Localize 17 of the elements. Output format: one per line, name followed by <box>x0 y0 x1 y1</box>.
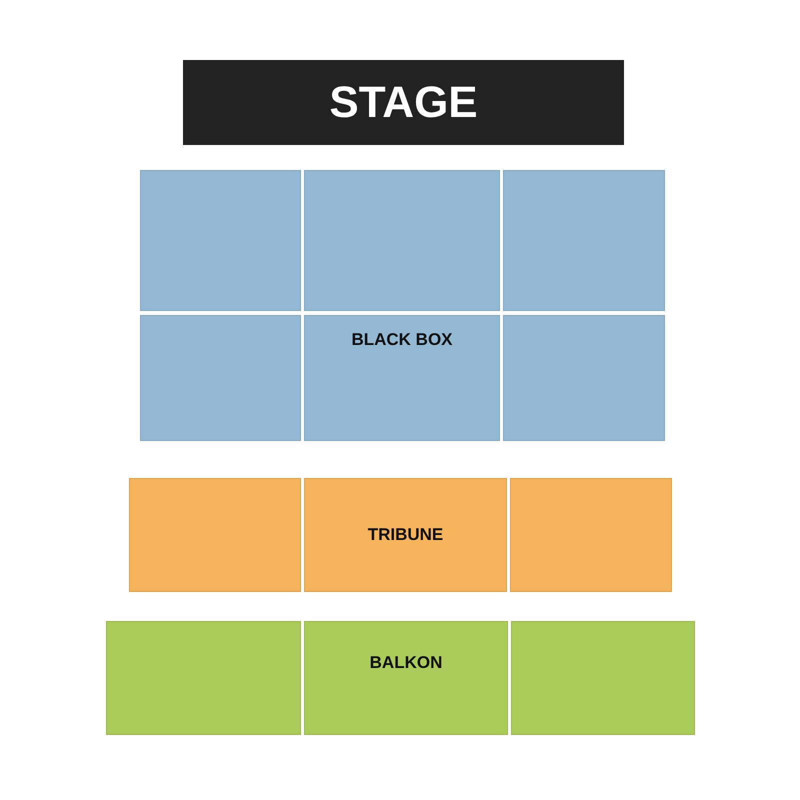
section-label: BALKON <box>370 653 442 673</box>
seating-section <box>304 621 508 735</box>
seating-section <box>503 170 665 311</box>
seating-section <box>503 315 665 441</box>
section-label: BLACK BOX <box>351 330 453 350</box>
section-label: TRIBUNE <box>368 525 444 545</box>
seating-section <box>304 478 507 592</box>
seating-section <box>304 170 500 311</box>
stage-block <box>183 60 624 145</box>
seating-section <box>304 315 500 441</box>
seating-section <box>106 621 301 735</box>
stage-label: STAGE <box>329 78 478 128</box>
seating-section <box>140 315 301 441</box>
seating-section <box>129 478 301 592</box>
seating-section <box>511 621 695 735</box>
seating-section <box>140 170 301 311</box>
seating-section <box>510 478 672 592</box>
